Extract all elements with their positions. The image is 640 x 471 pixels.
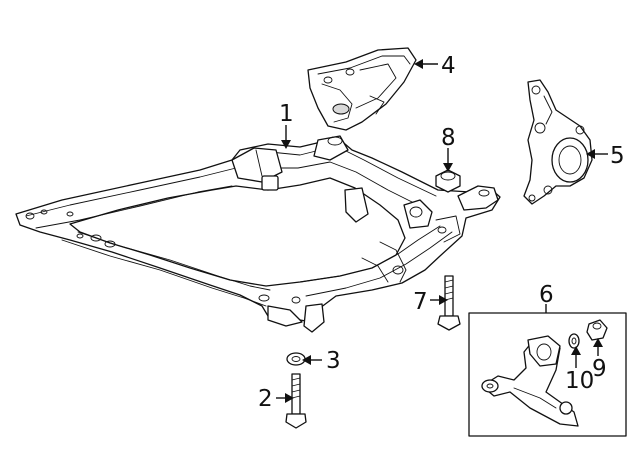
callout-1: 1 — [279, 101, 294, 127]
subframe — [15, 135, 501, 333]
callout-10: 10 — [565, 368, 594, 394]
callout-2: 2 — [258, 386, 273, 412]
callout-5: 5 — [610, 143, 625, 169]
callout-3: 3 — [326, 348, 341, 374]
nut — [435, 169, 461, 193]
bushing-washer — [568, 333, 580, 349]
bushing-nut — [586, 319, 608, 341]
callout-6: 6 — [539, 282, 554, 308]
callout-arrows — [276, 59, 608, 403]
callout-7: 7 — [413, 289, 428, 315]
callout-4: 4 — [441, 53, 456, 79]
callout-9: 9 — [592, 356, 607, 382]
control-arm-box — [468, 312, 627, 437]
callout-8: 8 — [441, 125, 456, 151]
steering-knuckle — [523, 79, 593, 205]
bolt-7 — [437, 275, 461, 331]
washer — [286, 352, 306, 366]
cover-plate — [307, 47, 417, 131]
bolt-2 — [285, 373, 307, 429]
